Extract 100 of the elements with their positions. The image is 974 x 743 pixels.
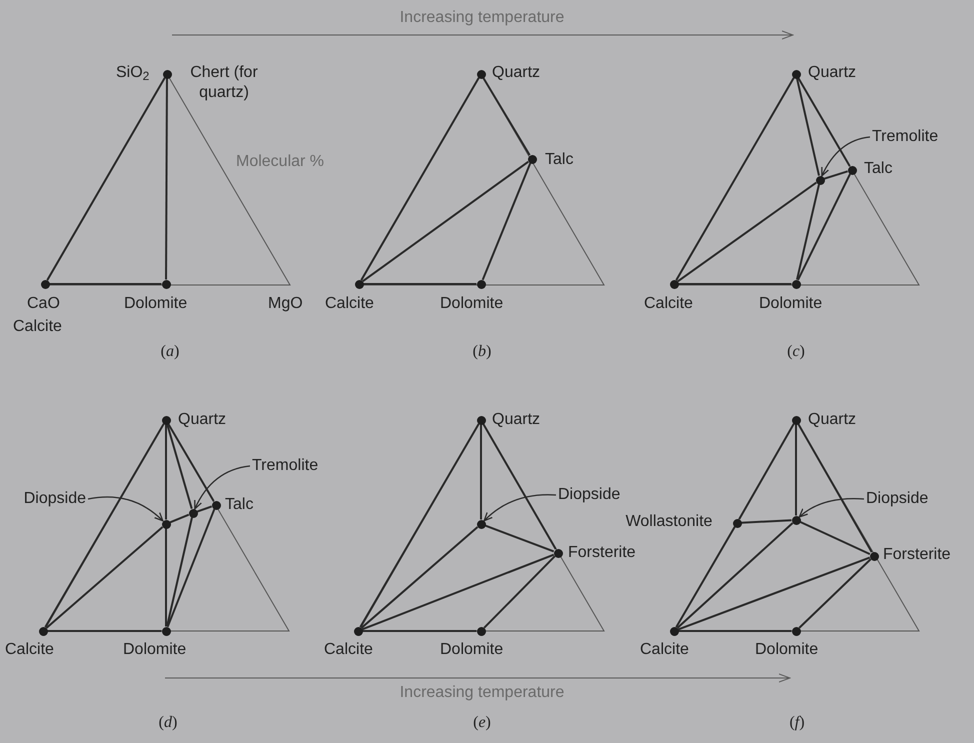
point-label: Dolomite	[440, 294, 504, 314]
tie-line	[482, 423, 557, 550]
point-label: Chert (for quartz)	[189, 63, 259, 103]
phase-point	[476, 70, 486, 78]
point-label: Dolomite	[759, 294, 822, 314]
point-label: Quartz	[808, 410, 856, 430]
tie-line	[482, 77, 531, 156]
axis-caption: Increasing temperature	[400, 8, 564, 28]
phase-point	[162, 520, 170, 528]
phase-point	[732, 518, 742, 528]
phase-point	[792, 626, 800, 636]
point-label: Calcite	[640, 640, 689, 660]
tie-line	[362, 554, 554, 630]
panel-caption: (c)	[787, 342, 805, 362]
tie-line	[678, 630, 792, 632]
point-label: Calcite	[644, 294, 693, 314]
phase-point	[792, 516, 800, 524]
point-label: Dolomite	[123, 640, 186, 660]
phase-point	[670, 280, 678, 288]
mineral-label: Diopside	[558, 484, 630, 506]
point-label: Calcite	[324, 640, 373, 660]
tie-line	[795, 424, 797, 516]
leader-arrow	[821, 136, 870, 177]
phase-point	[816, 176, 824, 184]
tie-line	[798, 558, 872, 629]
tie-line	[797, 77, 851, 167]
tie-line	[44, 423, 165, 628]
tie-line	[165, 424, 167, 520]
phase-point	[354, 626, 362, 636]
tie-line	[364, 283, 476, 285]
tie-line	[48, 630, 162, 632]
tie-line	[677, 182, 817, 282]
phase-point	[476, 520, 486, 528]
tie-line	[166, 517, 193, 627]
phase-point	[848, 166, 856, 174]
tie-line	[678, 556, 870, 630]
panel-caption: (d)	[158, 713, 178, 733]
tie-line	[46, 526, 164, 629]
leader-arrow	[194, 465, 250, 510]
leader-arrow	[88, 496, 164, 522]
phase-point	[870, 552, 878, 560]
phase-point	[188, 508, 198, 518]
panel-caption: (a)	[160, 342, 180, 362]
phase-point	[38, 626, 48, 636]
tie-line	[166, 424, 193, 509]
point-label: Dolomite	[755, 640, 818, 660]
point-label: Forsterite	[568, 543, 636, 563]
phase-point	[162, 626, 170, 636]
tie-line	[482, 162, 532, 280]
tie-line	[484, 524, 554, 552]
mineral-label: Diopside	[866, 488, 938, 510]
tie-line	[796, 184, 820, 280]
tie-line	[165, 528, 167, 626]
tie-line	[359, 423, 480, 628]
point-label: Calcite	[13, 317, 62, 337]
leader-arrow	[798, 498, 864, 518]
mineral-label: Diopside	[2, 488, 86, 510]
tie-line	[362, 630, 476, 632]
point-label: Quartz	[492, 63, 540, 83]
tie-line	[360, 526, 478, 629]
mineral-label: Tremolite	[872, 126, 952, 148]
phase-point	[528, 154, 536, 164]
phase-point	[162, 280, 170, 288]
tie-line	[678, 283, 792, 285]
tie-line	[824, 170, 848, 180]
tie-line	[675, 77, 795, 281]
tie-line	[480, 424, 482, 520]
tie-line	[362, 160, 529, 282]
tie-line	[797, 174, 851, 280]
point-label: Calcite	[325, 294, 374, 314]
point-label: Talc	[225, 495, 254, 515]
tie-line	[483, 556, 556, 628]
tie-line	[360, 77, 480, 281]
point-label: Quartz	[492, 410, 540, 430]
leader-arrow	[484, 494, 556, 522]
tie-line	[796, 78, 820, 176]
phase-point	[354, 280, 364, 288]
phase-point	[162, 416, 170, 424]
tie-line	[196, 506, 212, 512]
phase-point	[212, 500, 220, 510]
phase-point	[476, 416, 486, 424]
point-label: Dolomite	[124, 294, 188, 314]
tie-line	[676, 522, 794, 629]
tie-line	[675, 526, 736, 628]
point-label: Quartz	[808, 63, 856, 83]
point-label: Talc	[545, 150, 574, 170]
panel-caption: (e)	[473, 713, 491, 733]
phase-point	[162, 70, 172, 78]
phase-point	[670, 626, 678, 636]
phase-point	[554, 548, 562, 558]
phase-point	[476, 626, 486, 636]
tie-line	[797, 423, 873, 553]
corner-label: MgO	[268, 294, 303, 314]
phase-point	[792, 416, 800, 424]
tie-line	[741, 519, 792, 524]
point-label: Wollastonite	[624, 512, 714, 532]
point-label: Dolomite	[440, 640, 504, 660]
point-label: SiO$_{2}$	[116, 63, 150, 83]
tie-line	[738, 423, 795, 520]
axis-caption: Increasing temperature	[400, 683, 564, 703]
